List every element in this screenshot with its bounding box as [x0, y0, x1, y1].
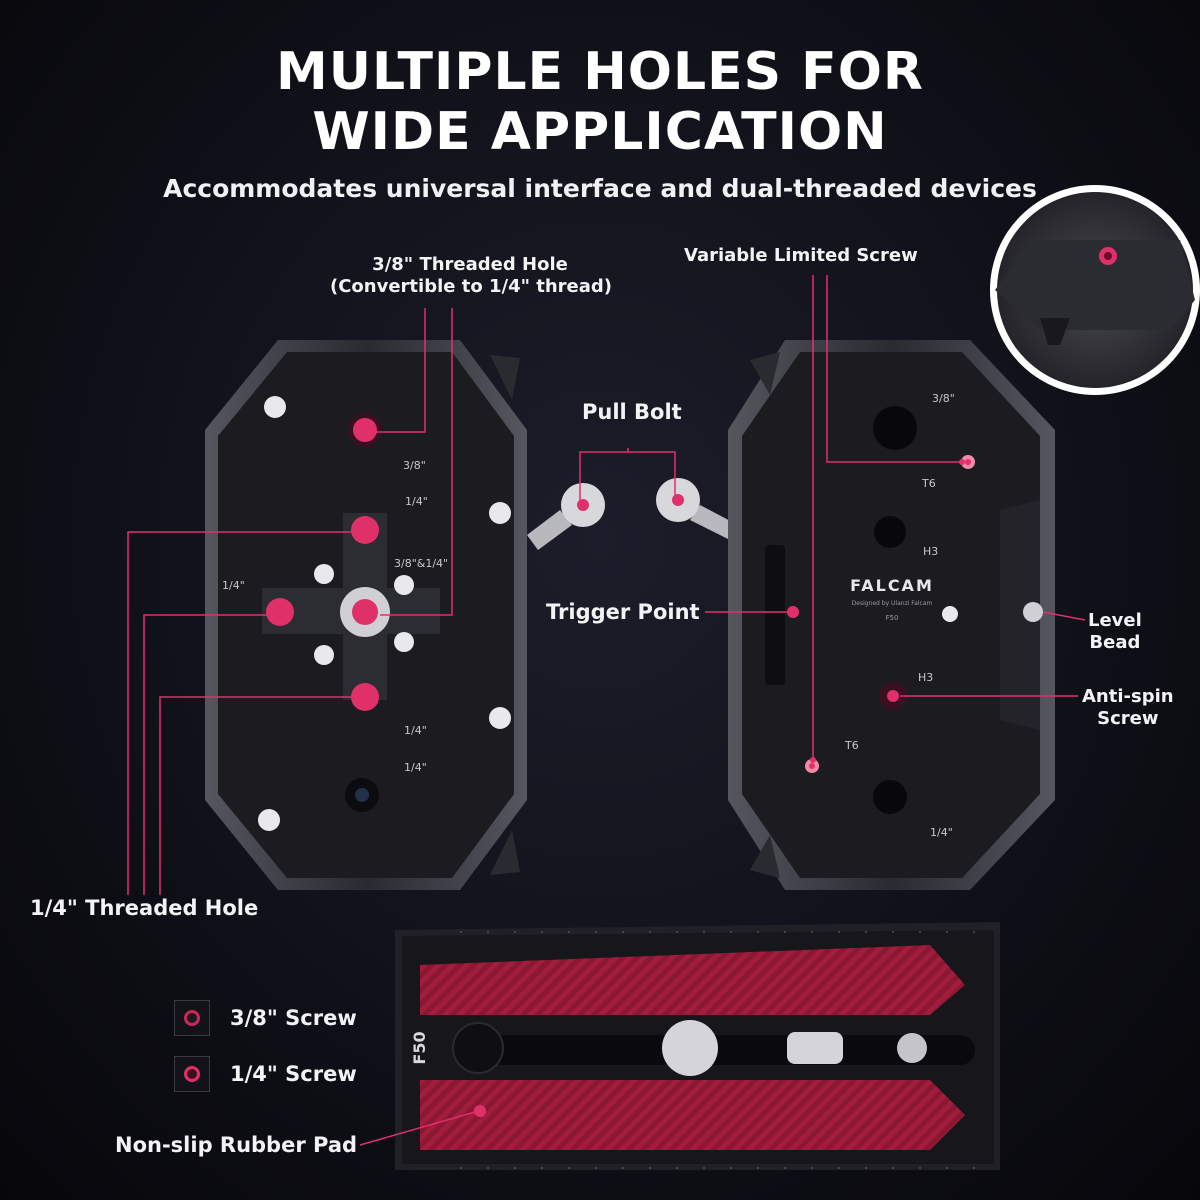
inset-detail — [990, 185, 1200, 395]
right-label-t6-top: T6 — [921, 477, 936, 490]
brand-tagline: Designed by Ulanzi Falcam — [852, 600, 933, 607]
brand-name: FALCAM — [850, 576, 934, 595]
headline-line2: WIDE APPLICATION — [312, 102, 888, 162]
level-bead-label: Level Bead — [1088, 610, 1142, 654]
right-label-38: 3/8" — [932, 392, 955, 405]
rubber-pad-label: Non-slip Rubber Pad — [115, 1133, 358, 1157]
pull-bolt-left — [527, 483, 605, 550]
left-label-38: 3/8" — [403, 459, 426, 472]
left-label-14-bottom: 1/4" — [404, 761, 427, 774]
trigger-point-label: Trigger Point — [546, 600, 700, 624]
left-plate: 3/8" 1/4" 3/8"&1/4" 1/4" 1/4" 1/4" — [205, 340, 527, 890]
anti-spin-label: Anti-spin Screw — [1082, 686, 1174, 730]
right-label-h3-bottom: H3 — [918, 671, 933, 684]
level-bead-line1: Level — [1088, 610, 1142, 631]
threaded-14-label: 1/4" Threaded Hole — [30, 896, 259, 920]
anti-spin-line1: Anti-spin — [1082, 686, 1174, 707]
pull-bolt-label: Pull Bolt — [582, 400, 682, 424]
plate-model: F50 — [410, 1031, 429, 1064]
callout-dots — [365, 429, 965, 763]
subtitle: Accommodates universal interface and dua… — [163, 174, 1037, 203]
headline-line1: MULTIPLE HOLES FOR — [276, 42, 924, 102]
pink-ring-icon — [174, 1056, 210, 1092]
left-label-combo: 3/8"&1/4" — [394, 557, 448, 570]
left-label-14-top: 1/4" — [405, 495, 428, 508]
level-bead-line2: Bead — [1089, 632, 1141, 653]
legend-item-38-screw: 3/8" Screw — [174, 1000, 357, 1036]
threaded-38-label: 3/8" Threaded Hole (Convertible to 1/4" … — [330, 254, 613, 298]
brand-code: F50 — [886, 614, 899, 622]
right-label-14: 1/4" — [930, 826, 953, 839]
dark-ring-icon — [174, 1000, 210, 1036]
right-label-t6-bottom: T6 — [844, 739, 859, 752]
pull-bolt-right — [656, 478, 738, 540]
left-label-14-side: 1/4" — [222, 579, 245, 592]
right-label-h3-top: H3 — [923, 545, 938, 558]
right-plate: 3/8" T6 H3 H3 T6 1/4" FALCAM Designed by… — [728, 340, 1055, 890]
legend-item-14-screw: 1/4" Screw — [174, 1056, 357, 1092]
bottom-plate: F50 — [395, 922, 1000, 1170]
legend-label-38: 3/8" Screw — [230, 1006, 357, 1030]
anti-spin-line2: Screw — [1097, 708, 1159, 729]
callout-lines — [127, 275, 1086, 1146]
variable-screw-label: Variable Limited Screw — [684, 245, 918, 266]
left-label-14-low: 1/4" — [404, 724, 427, 737]
legend-label-14: 1/4" Screw — [230, 1062, 357, 1086]
threaded-38-line1: 3/8" Threaded Hole — [372, 254, 568, 275]
threaded-38-line2: (Convertible to 1/4" thread) — [330, 276, 613, 297]
